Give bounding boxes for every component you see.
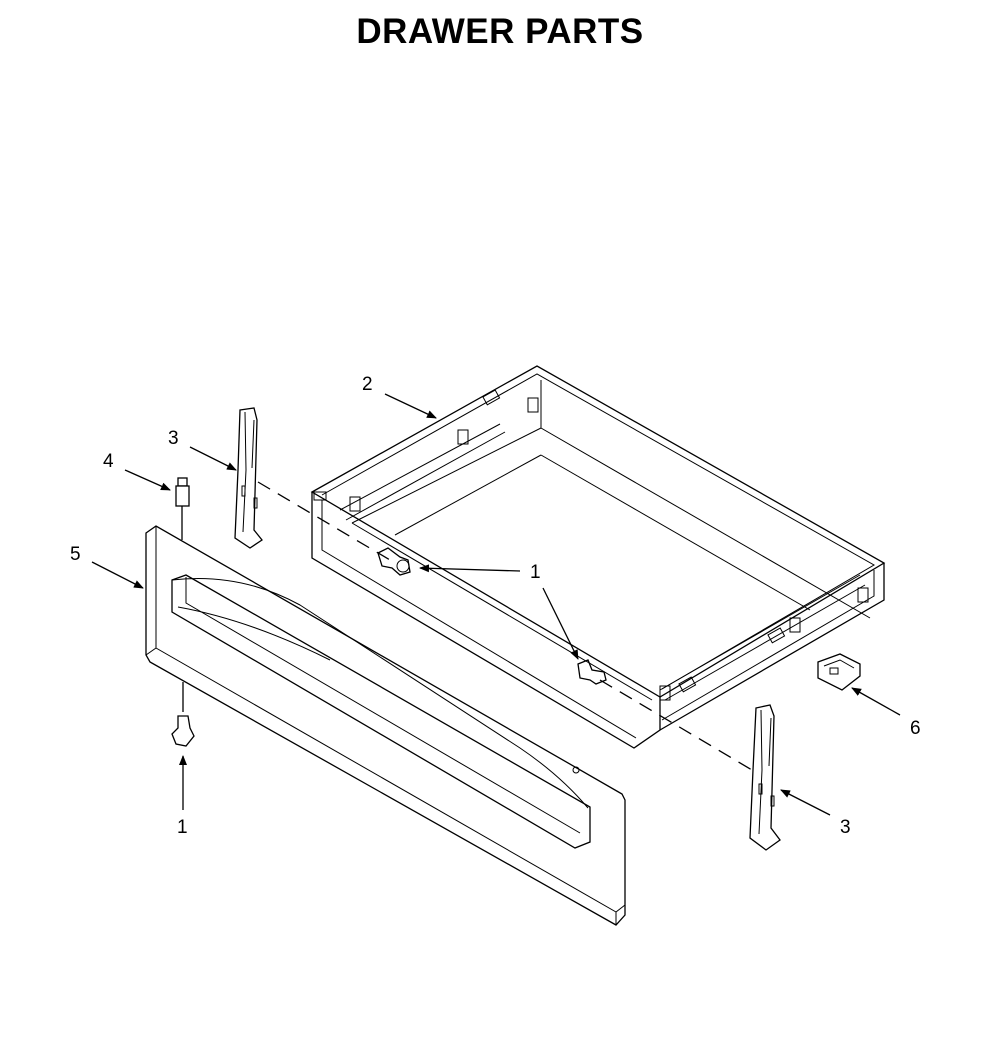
- bracket-part: [817, 653, 861, 691]
- leader-3-left: [189, 446, 237, 471]
- callout-6: 6: [910, 718, 921, 739]
- drawer-body: [310, 365, 886, 749]
- assembly-line-bottom: [599, 679, 753, 771]
- drawer-front-panel: [145, 525, 626, 926]
- screw-top: [377, 547, 411, 576]
- screw-right: [577, 659, 607, 685]
- stud-part: [175, 477, 190, 540]
- leader-2: [384, 393, 437, 419]
- drawer-slide-right: [749, 704, 781, 851]
- leader-3-right: [780, 789, 831, 816]
- screw-bottom: [171, 682, 195, 747]
- callout-1-bottom: 1: [177, 817, 188, 838]
- callout-4: 4: [103, 451, 114, 472]
- leader-6: [851, 687, 901, 716]
- leader-1-top: [419, 564, 521, 573]
- assembly-line-top: [257, 481, 391, 561]
- callout-5: 5: [70, 544, 81, 565]
- callout-2: 2: [362, 374, 373, 395]
- callout-3-left: 3: [168, 428, 179, 449]
- callout-3-right: 3: [840, 817, 851, 838]
- leader-4: [124, 469, 171, 491]
- drawer-slide-left: [234, 407, 263, 549]
- diagram-title: DRAWER PARTS: [356, 12, 644, 51]
- leader-1-right: [542, 587, 579, 660]
- callout-1-top: 1: [530, 562, 541, 583]
- leader-5: [91, 561, 144, 589]
